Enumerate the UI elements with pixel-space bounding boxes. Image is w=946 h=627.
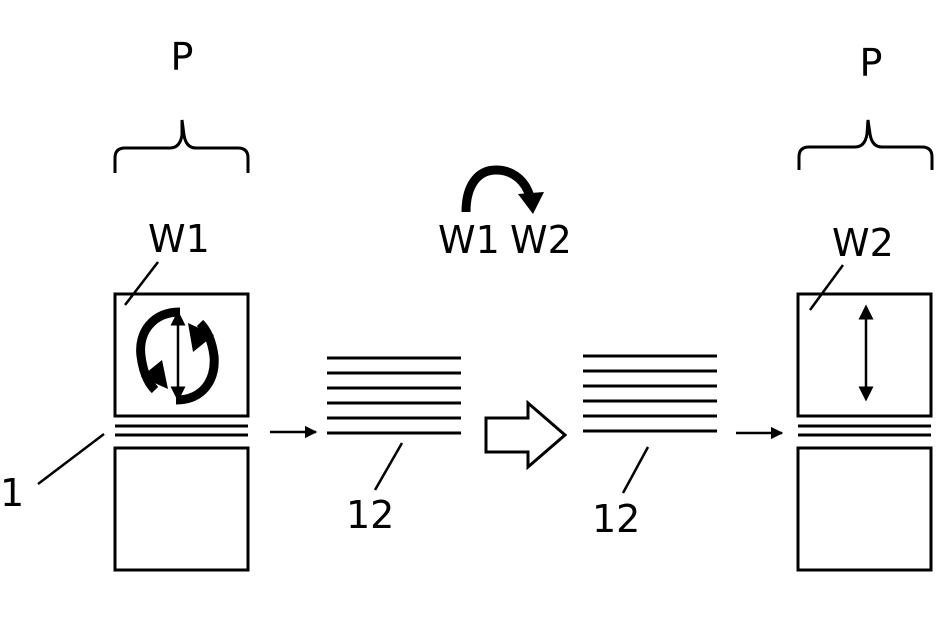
ref-12-leader-right — [623, 447, 648, 493]
curved-arrow-icon — [466, 170, 544, 214]
w2-leader-line — [810, 265, 843, 310]
bottom-box-left — [115, 448, 248, 570]
bottom-box-right — [798, 448, 931, 570]
ref-12-label-left: 12 — [346, 493, 394, 537]
p-label-left: P — [171, 35, 194, 79]
p-label-right: P — [860, 41, 883, 85]
ref-12-leader-left — [375, 443, 402, 490]
ref-1-label: 1 — [0, 471, 24, 515]
ref-1-leader-line — [38, 434, 104, 484]
brace-left — [115, 120, 248, 173]
transition-to-label: W2 — [510, 218, 572, 262]
w1-leader-line — [125, 262, 158, 305]
top-box-right — [798, 294, 931, 416]
rotate-icon — [141, 312, 215, 400]
w1-label-left: W1 — [148, 217, 210, 261]
brace-right — [799, 120, 932, 170]
hollow-process-arrow — [486, 403, 565, 467]
layer-stack-right — [583, 356, 717, 431]
w2-label-right: W2 — [832, 221, 894, 265]
layer-stack-left — [327, 358, 461, 433]
ref-12-label-right: 12 — [592, 497, 640, 541]
transition-from-label: W1 — [438, 218, 500, 262]
